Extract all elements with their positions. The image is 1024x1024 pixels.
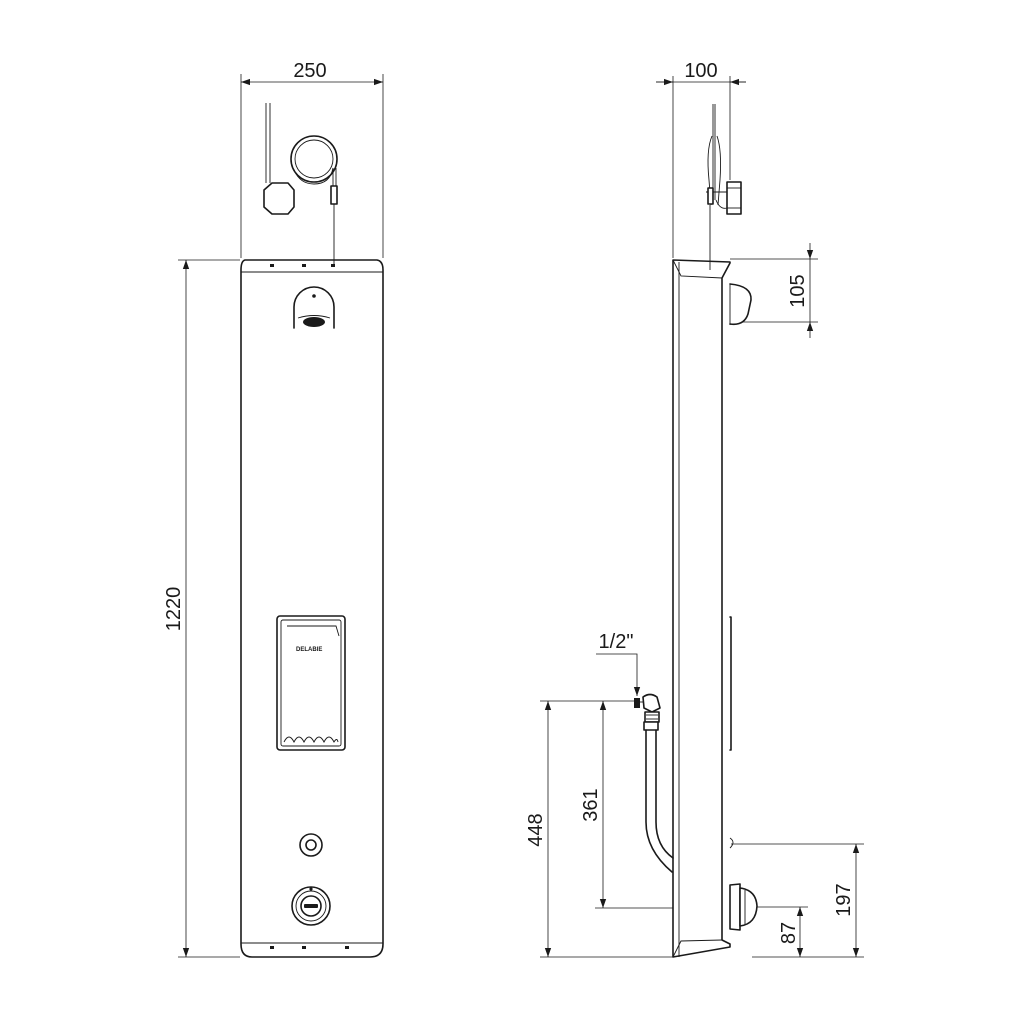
dim-height-label: 1220 — [163, 587, 185, 632]
side-push-button-icon — [729, 837, 758, 931]
brand-label: DELABIE — [296, 647, 322, 653]
side-depth-dimension: 100 — [656, 60, 746, 258]
side-head-dimension: 105 — [730, 243, 818, 338]
front-width-dimension: 250 — [240, 60, 384, 258]
dim-outlet-height-label: 197 — [833, 883, 855, 916]
front-view: 250 1220 — [163, 60, 384, 958]
inlet-size-callout: 1/2" — [596, 631, 641, 696]
front-panel-body — [240, 259, 384, 958]
side-cable-assembly — [706, 104, 742, 270]
dim-outlet-offset-label: 87 — [778, 922, 800, 944]
side-panel-body — [672, 259, 731, 958]
inlet-fitting-icon — [634, 693, 674, 873]
outlet-offset-dimension: 87 — [757, 906, 808, 957]
dim-inlet-height-label: 448 — [525, 813, 547, 846]
front-height-dimension: 1220 — [163, 259, 240, 958]
side-control-bump — [729, 616, 732, 751]
dim-depth-label: 100 — [684, 60, 717, 82]
outlet-height-dimension: 197 — [731, 843, 864, 958]
dim-hose-length-label: 361 — [580, 788, 602, 821]
stop-valve-icon — [299, 833, 323, 857]
inlet-height-dimension: 448 — [525, 700, 673, 958]
octagon-connector-icon — [263, 182, 295, 215]
side-shower-head-icon — [729, 283, 752, 326]
control-panel-cover: DELABIE — [276, 615, 346, 751]
hose-length-dimension: 361 — [580, 701, 673, 909]
shower-head-icon — [293, 286, 335, 329]
dim-width-label: 250 — [293, 60, 326, 82]
dim-inlet-size-label: 1/2" — [599, 631, 634, 653]
dim-head-label: 105 — [787, 274, 809, 307]
side-view: 100 — [525, 60, 864, 958]
sensor-cable-assembly — [263, 103, 338, 266]
push-button-icon — [291, 886, 331, 926]
